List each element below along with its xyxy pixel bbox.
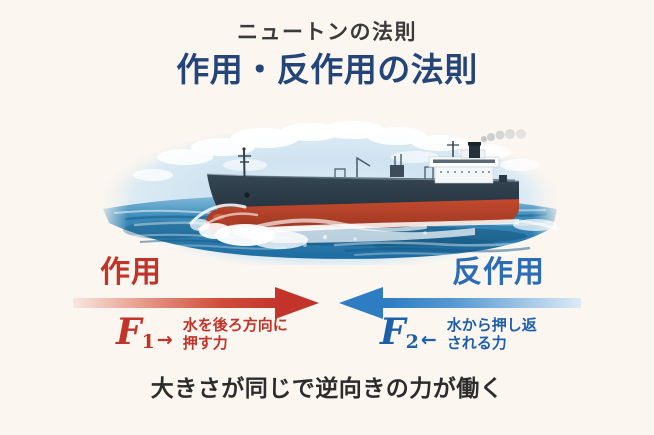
- left-arrow-char: ←: [420, 329, 437, 351]
- page-title: 作用・反作用の法則: [176, 50, 478, 89]
- hull-red-band: [207, 199, 519, 230]
- right-arrow-char: →: [156, 329, 173, 351]
- reaction-force: F 2 ← 水から押し返 される力: [380, 314, 537, 352]
- action-description-line1: 水を後ろ方向に: [182, 316, 288, 334]
- foremast: [238, 149, 251, 178]
- action-force: F 1 → 水を後ろ方向に 押す力: [116, 314, 288, 352]
- force-subscript-1: 1: [141, 331, 155, 353]
- action-arrow-icon: [73, 287, 319, 319]
- reaction-description-line2: される力: [446, 333, 507, 352]
- reaction-description: 水から押し返 される力: [446, 316, 537, 352]
- tanker-scene-icon: [97, 121, 563, 265]
- action-description: 水を後ろ方向に 押す力: [182, 316, 288, 352]
- superstructure: [428, 141, 507, 184]
- bow-wave-foam: [189, 203, 559, 249]
- reaction-description-line1: 水から押し返: [446, 316, 537, 334]
- force-symbol-f2: F: [380, 311, 406, 353]
- smoke: [481, 129, 526, 142]
- oil-tanker-illustration: [95, 95, 565, 265]
- force-symbol-f1: F: [116, 311, 142, 353]
- action-label: 作用: [100, 255, 162, 290]
- footer-caption: 大きさが同じで逆向きの力が働く: [150, 376, 504, 402]
- reaction-label: 反作用: [452, 255, 545, 290]
- force-subscript-2: 2: [405, 331, 419, 353]
- subtitle: ニュートンの法則: [237, 20, 417, 44]
- reaction-arrow-icon: [339, 287, 581, 319]
- tanker-ship: [205, 129, 526, 235]
- funnel: [469, 143, 480, 158]
- action-description-line2: 押す力: [182, 333, 228, 352]
